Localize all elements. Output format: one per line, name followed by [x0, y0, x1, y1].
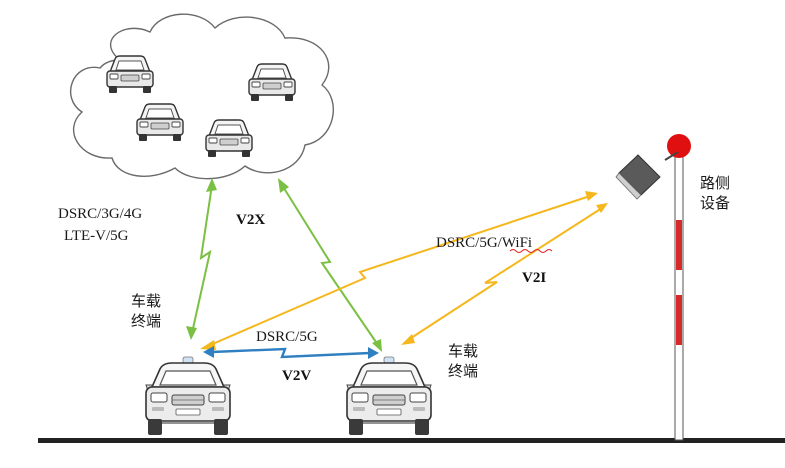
roadside-pole — [664, 134, 691, 441]
cloud-icon — [70, 13, 334, 180]
v2v-protocols-label: DSRC/5G — [256, 329, 318, 345]
v2i-protocols-label: DSRC/5G/WiFi — [436, 235, 532, 251]
vehicle-terminal-right-label-2: 终端 — [448, 362, 478, 380]
roadside-device-label: 路侧 — [700, 174, 730, 192]
v2x-protocols-label: DSRC/3G/4G — [58, 206, 142, 222]
road — [38, 438, 785, 443]
roadside-device-label-2: 设备 — [700, 194, 730, 212]
v2v-link — [203, 346, 379, 359]
roadside-unit-icon — [615, 154, 661, 200]
v2i-label: V2I — [522, 270, 546, 286]
v2x-protocols-label-2: LTE-V/5G — [64, 228, 129, 244]
v2v-label: V2V — [282, 368, 311, 384]
v2x-link-right — [278, 178, 382, 352]
v2x-label: V2X — [236, 212, 265, 228]
v2i-link-short — [401, 203, 608, 345]
spellcheck-underline — [509, 249, 553, 253]
vehicle-terminal-left-label-2: 终端 — [131, 312, 161, 330]
v2x-link-left — [186, 178, 217, 340]
vehicle-terminal-right-label: 车载 — [448, 342, 478, 360]
vehicle-terminal-left-label: 车载 — [131, 292, 161, 310]
